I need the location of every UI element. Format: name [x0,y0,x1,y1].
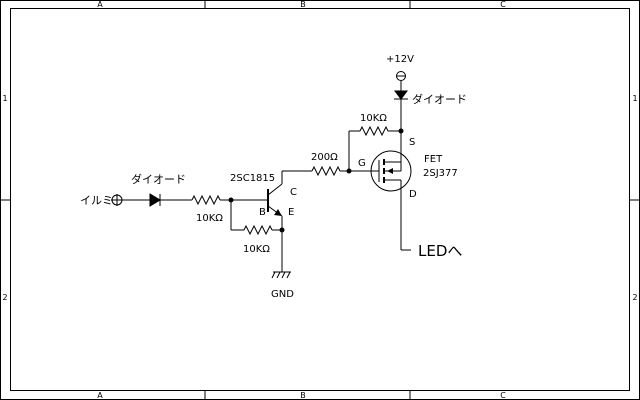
pin-b-label: B [259,207,266,218]
pin-e-label: E [288,207,294,218]
pin-c-label: C [290,187,297,198]
input-diode-symbol [149,193,161,207]
pin-s-label: S [409,137,415,148]
gate-resistor [311,165,341,177]
transistor-label: 2SC1815 [230,173,275,184]
gate-resistor-label: 200Ω [311,152,338,163]
base-resistor [191,194,221,206]
frame-col-c-bottom: C [500,391,506,400]
frame-row-2-right: 2 [632,293,637,302]
frame-col-b-top: B [300,0,306,9]
top-diode-label: ダイオード [412,92,467,106]
gnd-symbol [271,271,291,279]
pin-d-label: D [409,189,417,200]
frame-col-a-bottom: A [97,391,103,400]
vcc-terminal [396,71,406,81]
fet-type-label: FET [424,154,443,165]
base-resistor-label: 10KΩ [196,213,223,224]
vcc-label: +12V [386,54,414,65]
frame-row-1-left: 1 [2,94,7,103]
gs-resistor-label: 10KΩ [360,113,387,124]
output-label: LEDへ [418,242,462,260]
frame-col-a-top: A [97,0,103,9]
input-label: イルミ [80,194,113,207]
be-resistor [243,224,273,236]
be-resistor-label: 10KΩ [243,244,270,255]
pin-g-label: G [358,158,366,169]
fet-part-label: 2SJ377 [423,168,458,179]
pmos-fet-symbol [370,150,412,192]
frame-col-b-bottom: B [300,391,306,400]
frame-col-c-top: C [500,0,506,9]
top-diode-symbol [394,90,408,100]
input-diode-label: ダイオード [131,172,186,186]
frame-row-1-right: 1 [632,94,637,103]
npn-transistor-symbol [267,183,283,217]
gs-resistor [359,125,389,137]
gnd-label: GND [271,289,294,300]
frame-row-2-left: 2 [2,293,7,302]
